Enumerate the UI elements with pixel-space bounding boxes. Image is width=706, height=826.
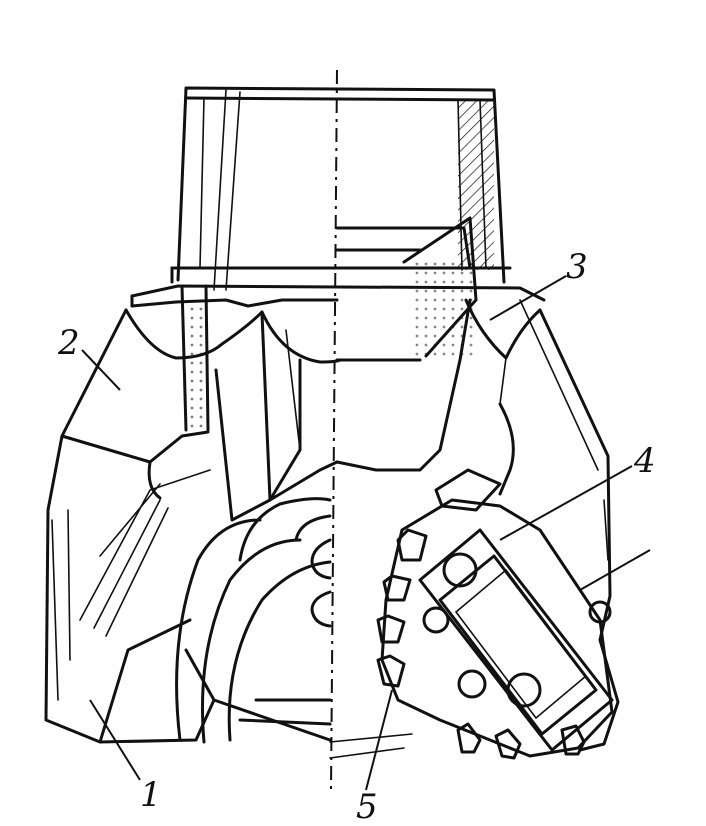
leg-left	[44, 308, 216, 744]
bearing-ball	[457, 669, 487, 699]
label-1: 1	[140, 775, 162, 815]
shank-section-hatch	[458, 100, 494, 270]
shank	[170, 86, 512, 284]
leg-right	[498, 299, 620, 752]
nozzle-channel	[180, 89, 241, 432]
roller-cone-left	[175, 312, 413, 759]
label-5: 5	[356, 787, 378, 826]
label-2: 2	[57, 323, 80, 363]
center-axis	[330, 69, 338, 791]
label-4: 4	[633, 441, 656, 481]
roller-cone-section	[335, 216, 614, 760]
bearing-ball	[422, 606, 450, 634]
bearing-ball	[442, 552, 478, 588]
seal-ring	[588, 600, 612, 624]
bearing-ball	[506, 672, 542, 708]
label-3: 3	[566, 247, 588, 287]
leader-lines	[81, 275, 651, 791]
